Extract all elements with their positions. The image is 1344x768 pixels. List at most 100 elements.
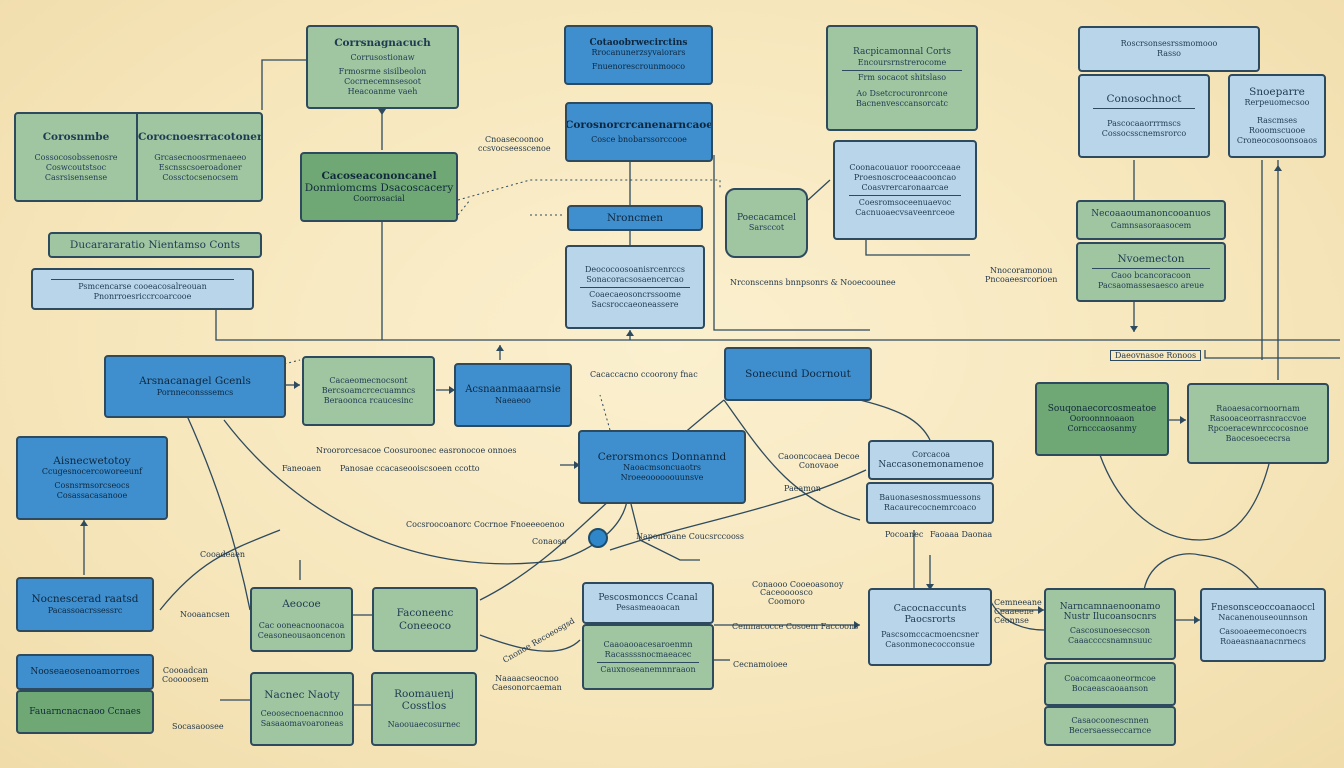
node-line: Camnsasoraasocem bbox=[1110, 220, 1192, 230]
edge-label: Daeovnasoe Ronoos bbox=[1110, 350, 1202, 361]
node-line: Sonacoracsosaencercao bbox=[586, 274, 684, 284]
node-title: Sonecund Docrnout bbox=[745, 367, 851, 380]
node-line: Fnuenorescrounmooco bbox=[591, 62, 686, 72]
node-n20: Sonecund Docrnout bbox=[724, 347, 872, 401]
node-line: Cosnsrmsorcseocs bbox=[54, 481, 130, 491]
node-n19: Acsnaanmaaarnsie Naeaeoo bbox=[454, 363, 572, 427]
node-line: Pornneconsssemcs bbox=[156, 387, 234, 397]
node-n26: Nooseaeosenoamorroes bbox=[16, 654, 154, 690]
edge-label: Faneoaen bbox=[282, 464, 322, 473]
node-title: Cacoseacononcanel bbox=[321, 169, 437, 182]
node-line: Casaocoonescnnen bbox=[1071, 716, 1149, 725]
node-line: Cosassacasanooe bbox=[56, 491, 128, 501]
node-title: Souqonaecorcosmeatoe bbox=[1047, 403, 1157, 414]
node-n10: Deococoosoanisrcenrccs Sonacoracsosaence… bbox=[565, 245, 705, 329]
node-line: Encoursrnstrerocome bbox=[857, 57, 947, 67]
node-line: Ao Dsetcrocuronrcone bbox=[856, 88, 948, 98]
edge-label: Cocsroocoanorc Cocrnoe Fnoeeeoenoo bbox=[406, 520, 565, 529]
node-line: Heacoanme vaeh bbox=[347, 87, 418, 97]
node-line: Bocaeascaoaanson bbox=[1071, 684, 1149, 693]
node-n03: Racpicamonnal Corts Encoursrnstrerocome … bbox=[826, 25, 978, 131]
node-title: Poecacamcel bbox=[736, 212, 797, 223]
node-n08: Corosnorcrcanenarncaoe Cosce bnobarssorc… bbox=[565, 102, 713, 162]
node-line: Sasaaomavoaroneas bbox=[260, 719, 344, 729]
node-title: Nvoemecton bbox=[1117, 253, 1185, 266]
node-title: Corosnmbe bbox=[42, 130, 110, 143]
node-line: Cosce bnobarssorccooe bbox=[591, 135, 687, 145]
edge-label: Conaoso bbox=[532, 537, 567, 546]
node-n12: Coonacouauor rooorcceaae Proesnoscroceaa… bbox=[833, 140, 977, 240]
divider bbox=[580, 286, 690, 288]
node-line: Donmiomcms Dsacoscacery bbox=[304, 182, 454, 194]
node-line: Coswcoutstsoc bbox=[45, 163, 107, 173]
node-line: Coesromsoceenuaevoc bbox=[858, 197, 952, 207]
node-line: Cossctocsenocsem bbox=[162, 173, 239, 183]
node-line: Sacsroccaeoneassere bbox=[591, 299, 679, 309]
node-n34: Narncamnaenoonamo Nustr Ilucoansocnrs Ca… bbox=[1044, 588, 1176, 660]
edge-label: Cemneeane Ceaaeene Ceonnse bbox=[994, 598, 1042, 625]
node-line: Naccasonemonamenoe bbox=[878, 459, 984, 470]
node-n28: Aeocoe Cac ooneacnoonacoa Ceasoneousaonc… bbox=[250, 587, 353, 652]
node-n25: Nocnescerad raatsd Pacassoacrssessrc bbox=[16, 577, 154, 632]
node-n13-group: Roscrsonsesrssmomooo Rasso bbox=[1078, 26, 1260, 72]
node-n17: Aisnecwetotoy Ccugesnocercoworeeunf Cosn… bbox=[16, 436, 168, 520]
node-n33: Cacocnaccunts Paocsrorts Pascsomccacmoen… bbox=[868, 588, 992, 666]
node-title: Acsnaanmaaarnsie bbox=[465, 384, 561, 396]
edge-label: Naaaacseocnoo Caesonorcaeman bbox=[492, 674, 562, 692]
node-line: Coasvrercaronaarcae bbox=[861, 182, 949, 192]
node-line: Cossocosobssenosre bbox=[34, 153, 118, 163]
node-n35: Fnesonsceoccoanaoccl Nacanenouseounnson … bbox=[1200, 588, 1326, 662]
node-n07: Cacoseacononcanel Donmiomcms Dsacoscacer… bbox=[300, 152, 458, 222]
edge-label: Nooaancsen bbox=[180, 610, 230, 619]
node-line: Proesnoscroceaacooncao bbox=[853, 172, 957, 182]
node-n15: Nvoemecton Caoo bcancoracoon Pacsaomasse… bbox=[1076, 242, 1226, 302]
node-line: Caaaccccsnamnsuuc bbox=[1067, 636, 1152, 646]
node-line: Bercsoamcrcecuamncs bbox=[321, 386, 416, 395]
node-title: Faconeenc Coneeoco bbox=[396, 607, 454, 632]
node-title: Fauarncnacnaoo Ccnaes bbox=[29, 706, 141, 717]
node-line: Cossocsscnemsrorco bbox=[1101, 128, 1187, 138]
node-line: Naoouaecosurnec bbox=[387, 720, 461, 730]
edge-label: Paeamon bbox=[784, 484, 821, 493]
node-line: Rasso bbox=[1156, 49, 1181, 58]
edge-label: Cooadeaen bbox=[200, 550, 246, 559]
node-line: Cacaeomecnocsont bbox=[329, 376, 408, 385]
node-n31: Roomauenj Cosstlos Naoouaecosurnec bbox=[371, 672, 477, 746]
node-line: Corrusostionaw bbox=[350, 53, 415, 63]
node-line: Grcasecnoosrmenaeeo bbox=[154, 153, 247, 163]
node-line: Naeaeoo bbox=[495, 395, 531, 405]
divider bbox=[596, 661, 700, 663]
edge-label: Nroororcesacoe Coosuroonec easronocoe on… bbox=[316, 446, 517, 455]
node-line: Nustr Ilucoansocnrs bbox=[1063, 612, 1157, 622]
edge-label: Conaooo Cooeoasonoy bbox=[752, 580, 844, 589]
divider bbox=[1092, 107, 1196, 109]
node-title: Cacocnaccunts bbox=[893, 603, 967, 615]
node-line: Caaoaooacesaroenmn bbox=[603, 639, 693, 649]
node-line: Bauonasesnossmuessons bbox=[879, 493, 981, 502]
node-n01: Corrsnagnacuch Corrusostionaw Frmosrme s… bbox=[306, 25, 459, 109]
edge-label: Cnoasecoonoo ccsvocseesscenoe bbox=[478, 135, 551, 153]
node-line: Becersaesseccarnce bbox=[1068, 726, 1152, 735]
node-title: Corrsnagnacuch bbox=[334, 36, 431, 49]
node-line: Cocrnecemnsesoot bbox=[344, 77, 421, 87]
node-n27: Fauarncnacnaoo Ccnaes bbox=[16, 690, 154, 734]
node-n24: Raoaesacornoornam Rasooaceorrasnraccvoe … bbox=[1187, 383, 1329, 464]
node-line: Coonacouauor rooorcceaae bbox=[849, 162, 961, 172]
edge-label: Nnocoramonou Pncoaeesrcorioen bbox=[985, 266, 1058, 284]
divider bbox=[51, 278, 234, 280]
node-line: Cascosunoeseccson bbox=[1069, 626, 1151, 636]
node-n34b: Coacomcaaoneormcoe Bocaeascaoaanson bbox=[1044, 662, 1176, 706]
node-line: Pesasmeaoacan bbox=[616, 603, 680, 613]
node-line: Ooroonnnoaaon bbox=[1069, 414, 1135, 424]
node-n06: Psmcencarse cooeacosalreouan Pnonrroesri… bbox=[31, 268, 254, 310]
node-line: Rrocanunerzsyvaiorars bbox=[591, 48, 686, 58]
edge-label: Nrconscenns bnnpsonrs & Nooecoounee bbox=[730, 278, 896, 287]
node-title: Narncamnaenoonamo bbox=[1059, 601, 1161, 612]
node-title: Corcacoa bbox=[911, 449, 951, 459]
node-n22b: Bauonasesnossmuessons Racaurecocnemrcoac… bbox=[866, 482, 994, 524]
node-line: Frm socacot shitslaso bbox=[857, 72, 947, 82]
node-line: Deococoosoanisrcenrccs bbox=[585, 264, 685, 274]
node-title: Corocnoesrracotoner bbox=[138, 130, 263, 143]
divider bbox=[842, 69, 962, 71]
node-line: Casonmonecocconsue bbox=[885, 639, 975, 649]
